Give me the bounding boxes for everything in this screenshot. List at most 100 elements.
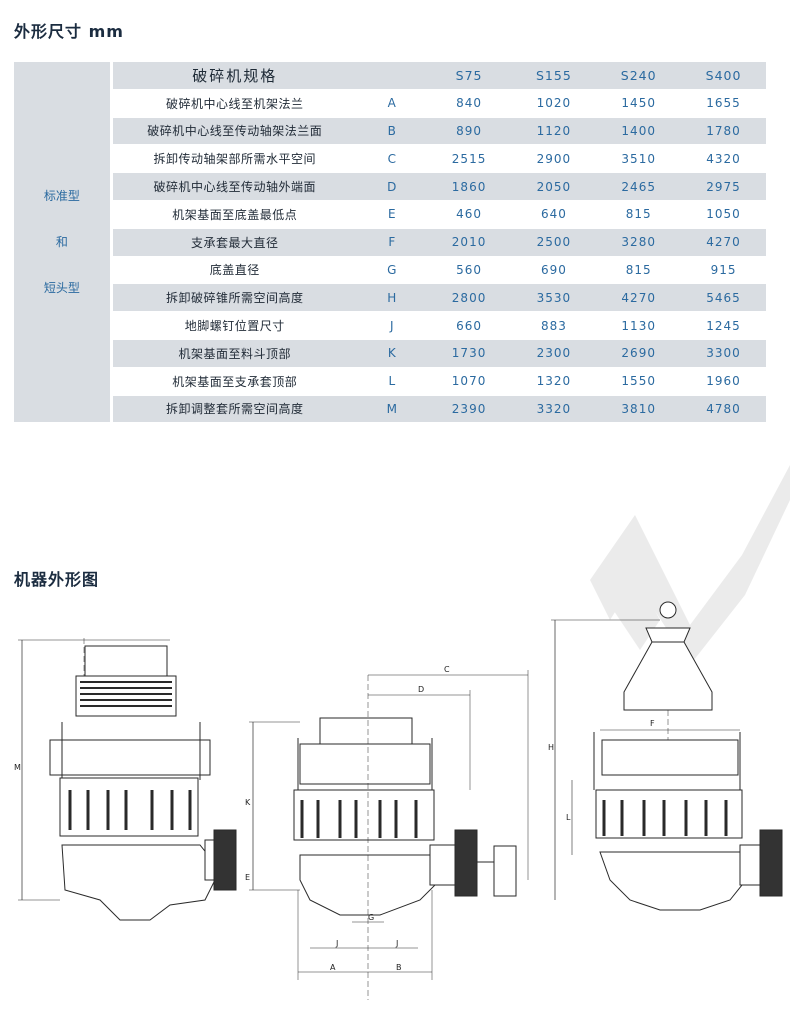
row-value: 2010 (426, 228, 512, 257)
row-value: 3280 (596, 228, 682, 257)
row-value: 2690 (596, 339, 682, 368)
table-row: 拆卸破碎锥所需空间高度 H 2800 3530 4270 5465 (14, 283, 766, 313)
table-row: 机架基面至料斗顶部 K 1730 2300 2690 3300 (14, 339, 766, 368)
table-row: 破碎机中心线至传动轴架法兰面 B 890 1120 1400 1780 (14, 117, 766, 146)
row-value: 1120 (511, 117, 597, 146)
row-value: 2515 (426, 144, 512, 174)
header-model: S400 (681, 62, 766, 90)
row-item: 拆卸调整套所需空间高度 (111, 395, 357, 424)
middle-crusher-view (249, 670, 529, 1000)
row-code: G (356, 256, 427, 285)
dimension-letters: M K E C D G J J A B H F L (14, 665, 655, 972)
row-value: 4270 (681, 228, 766, 257)
row-value: 815 (596, 200, 682, 229)
row-item: 底盖直径 (111, 256, 357, 285)
dim-label-k: K (245, 798, 251, 807)
row-value: 4270 (596, 283, 682, 313)
dim-label-a: A (330, 963, 336, 972)
row-item: 破碎机中心线至机架法兰 (111, 89, 357, 118)
row-item: 破碎机中心线至传动轴架法兰面 (111, 117, 357, 146)
row-value: 1050 (681, 200, 766, 229)
dim-label-e: E (245, 873, 250, 882)
row-value: 660 (426, 311, 512, 340)
row-code: M (356, 395, 427, 424)
crusher-type-cell: 标准型 和 短头型 (14, 62, 113, 424)
machine-outline-drawing: M K E C D G J J A B H F L (14, 465, 790, 1000)
dim-label-j-right: J (395, 939, 398, 948)
row-value: 5465 (681, 283, 766, 313)
row-value: 2050 (511, 172, 597, 201)
table-row: 底盖直径 G 560 690 815 915 (14, 256, 766, 285)
dim-label-l: L (566, 813, 571, 822)
dim-label-j-left: J (335, 939, 338, 948)
dimensions-title: 外形尺寸 mm (14, 22, 124, 41)
row-value: 1960 (681, 367, 766, 396)
table-row: 拆卸调整套所需空间高度 M 2390 3320 3810 4780 (14, 395, 766, 424)
right-crusher-view (551, 601, 783, 911)
table-row: 支承套最大直径 F 2010 2500 3280 4270 (14, 228, 766, 257)
row-value: 1400 (596, 117, 682, 146)
row-value: 460 (426, 200, 512, 229)
dimensions-table: 标准型 和 短头型 破碎机规格 S75 S155 S240 S400 破碎机中心… (14, 62, 766, 424)
row-code: E (356, 200, 427, 229)
table-row: 破碎机中心线至传动轴外端面 D 1860 2050 2465 2975 (14, 172, 766, 201)
table-row: 机架基面至底盖最低点 E 460 640 815 1050 (14, 200, 766, 229)
row-value: 840 (426, 89, 512, 118)
row-value: 2500 (511, 228, 597, 257)
row-value: 4780 (681, 395, 766, 424)
row-code: K (356, 339, 427, 368)
header-spec: 破碎机规格 (111, 62, 357, 90)
dim-label-h: H (548, 743, 554, 752)
row-value: 883 (511, 311, 597, 340)
row-value: 1655 (681, 89, 766, 118)
row-code: F (356, 228, 427, 257)
dim-label-d: D (418, 685, 424, 694)
table-header-row: 标准型 和 短头型 破碎机规格 S75 S155 S240 S400 (14, 62, 766, 424)
row-item: 机架基面至支承套顶部 (111, 367, 357, 396)
row-value: 2900 (511, 144, 597, 174)
row-value: 915 (681, 256, 766, 285)
row-item: 支承套最大直径 (111, 228, 357, 257)
row-item: 拆卸破碎锥所需空间高度 (111, 283, 357, 313)
row-value: 640 (511, 200, 597, 229)
row-value: 3810 (596, 395, 682, 424)
row-code: B (356, 117, 427, 146)
row-item: 机架基面至料斗顶部 (111, 339, 357, 368)
type-label-standard: 标准型 (43, 189, 80, 204)
row-value: 690 (511, 256, 597, 285)
row-value: 1550 (596, 367, 682, 396)
row-value: 1020 (511, 89, 597, 118)
row-value: 3300 (681, 339, 766, 368)
row-value: 4320 (681, 144, 766, 174)
figure-title: 机器外形图 (14, 570, 100, 589)
row-value: 1450 (596, 89, 682, 118)
row-value: 1070 (426, 367, 512, 396)
row-value: 560 (426, 256, 512, 285)
header-model: S75 (426, 62, 512, 90)
row-value: 3510 (596, 144, 682, 174)
row-value: 1320 (511, 367, 597, 396)
header-model: S155 (511, 62, 597, 90)
row-code: A (356, 89, 427, 118)
row-code: C (356, 144, 427, 174)
row-value: 2800 (426, 283, 512, 313)
row-value: 1130 (596, 311, 682, 340)
row-value: 815 (596, 256, 682, 285)
row-value: 890 (426, 117, 512, 146)
row-value: 2465 (596, 172, 682, 201)
row-value: 3320 (511, 395, 597, 424)
row-value: 1780 (681, 117, 766, 146)
dim-label-g: G (368, 913, 374, 922)
row-value: 2975 (681, 172, 766, 201)
row-code: L (356, 367, 427, 396)
dim-label-c: C (444, 665, 450, 674)
row-item: 机架基面至底盖最低点 (111, 200, 357, 229)
row-value: 1730 (426, 339, 512, 368)
header-model: S240 (596, 62, 682, 90)
header-code (356, 62, 427, 90)
table-row: 机架基面至支承套顶部 L 1070 1320 1550 1960 (14, 367, 766, 396)
row-code: H (356, 283, 427, 313)
row-item: 地脚螺钉位置尺寸 (111, 311, 357, 340)
dim-label-b: B (396, 963, 402, 972)
dim-label-f: F (650, 719, 655, 728)
